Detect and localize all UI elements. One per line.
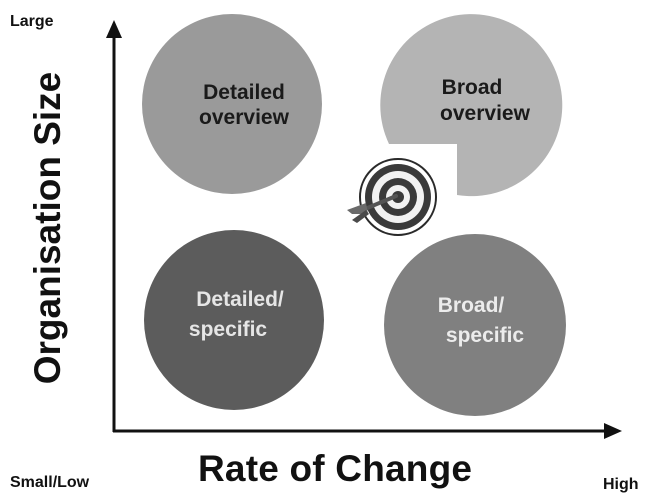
quadrant-circle	[384, 234, 566, 416]
quadrant-broad-overview: Broad overview	[380, 14, 563, 197]
y-axis-title: Organisation Size	[27, 71, 68, 385]
quadrant-label-line2: specific	[189, 318, 268, 341]
quadrant-circle	[144, 230, 324, 410]
quadrant-label-line1: Detailed	[203, 81, 285, 104]
quadrant-label-line1: Detailed/	[196, 288, 284, 311]
y-axis	[106, 20, 122, 432]
quadrant-detailed-specific: Detailed/ specific	[144, 230, 324, 410]
x-axis-arrowhead	[604, 423, 622, 439]
quadrant-broad-specific: Broad/ specific	[384, 234, 566, 416]
x-axis-end-label: High	[603, 476, 639, 493]
y-axis-arrowhead	[106, 20, 122, 38]
origin-label: Small/Low	[10, 474, 90, 491]
target-with-dart-icon	[347, 158, 437, 236]
x-axis-title: Rate of Change	[198, 448, 473, 489]
quadrant-label-line2: specific	[446, 324, 525, 347]
x-axis	[113, 423, 622, 439]
quadrant-circle	[380, 14, 563, 197]
quadrant-circle	[142, 14, 322, 194]
quadrant-label-line1: Broad	[442, 76, 503, 99]
quadrant-label-line2: overview	[199, 106, 290, 129]
quadrant-label-line2: overview	[440, 102, 531, 125]
quadrant-detailed-overview: Detailed overview	[142, 14, 322, 194]
y-axis-top-label: Large	[10, 13, 54, 30]
quadrant-label-line1: Broad/	[438, 294, 505, 317]
